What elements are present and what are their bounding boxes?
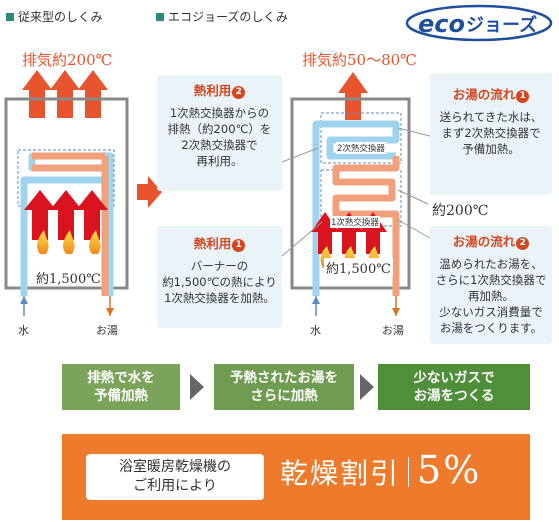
right-water-label: 水 xyxy=(310,324,321,337)
ecojozu-label: エコジョーズのしくみ xyxy=(168,10,288,24)
left-exhaust-arrows xyxy=(22,70,108,118)
connector-temp xyxy=(397,189,429,205)
right-unit-frame xyxy=(290,97,411,290)
left-exhaust-label: 排気約200℃ xyxy=(22,51,113,69)
square-bullet-icon xyxy=(6,12,14,21)
exchanger2-label: 2次熱交換器 xyxy=(336,142,386,154)
number-2-badge: 2 xyxy=(516,237,530,250)
discount-value: 5% xyxy=(417,448,482,492)
step-2: 予熱されたお湯をさらに加熱 xyxy=(214,364,354,410)
svg-text:eco: eco xyxy=(418,10,465,38)
ecojozu-logo: eco ジョーズ xyxy=(405,4,553,42)
connector-heat1 xyxy=(281,221,323,257)
left-flames xyxy=(37,230,101,254)
mid-temp-label: 約200℃ xyxy=(432,203,489,219)
ecojozu-header: エコジョーズのしくみ xyxy=(156,8,288,25)
step-1: 排熱で水を予備加熱 xyxy=(62,364,180,410)
left-burner-arrows xyxy=(24,190,108,240)
right-burner-temp: 約1,500℃ xyxy=(324,258,393,277)
left-unit-frame xyxy=(4,97,129,290)
right-pipe-cold xyxy=(312,120,400,296)
right-hot-water-label: お湯 xyxy=(382,324,404,337)
step-3: 少ないガスでお湯をつくる xyxy=(378,364,530,410)
exchanger2-box xyxy=(320,112,402,164)
connector-flow1 xyxy=(397,127,431,137)
chevron-right-icon xyxy=(360,374,374,400)
connector-heat2 xyxy=(281,147,319,163)
number-2-badge: 2 xyxy=(232,86,246,99)
conventional-label: 従来型のしくみ xyxy=(18,10,103,24)
discount-text: 乾燥割引 xyxy=(280,457,401,490)
left-burner-temp: 約1,500℃ xyxy=(36,272,101,287)
compare-arrow xyxy=(137,176,162,208)
right-pipe-hot xyxy=(332,156,400,296)
left-water-label: 水 xyxy=(18,324,29,337)
exchanger1-label: 1次熱交換器 xyxy=(330,216,380,228)
left-hot-water-label: お湯 xyxy=(96,324,118,337)
connector-flow2 xyxy=(397,219,431,239)
square-bullet-icon xyxy=(156,12,164,21)
discount-condition-box: 浴室暖房乾燥機のご利用により xyxy=(86,454,264,500)
svg-text:ジョーズ: ジョーズ xyxy=(466,14,537,36)
right-exhaust-label: 排気約50～80℃ xyxy=(302,51,417,69)
conventional-header: 従来型のしくみ xyxy=(6,8,102,25)
number-1-badge: 1 xyxy=(516,90,530,103)
number-1-badge: 1 xyxy=(232,239,246,252)
discount-headline: 乾燥割引 5% xyxy=(280,448,481,492)
right-exhaust-arrow xyxy=(338,72,368,120)
chevron-right-icon xyxy=(190,374,204,400)
